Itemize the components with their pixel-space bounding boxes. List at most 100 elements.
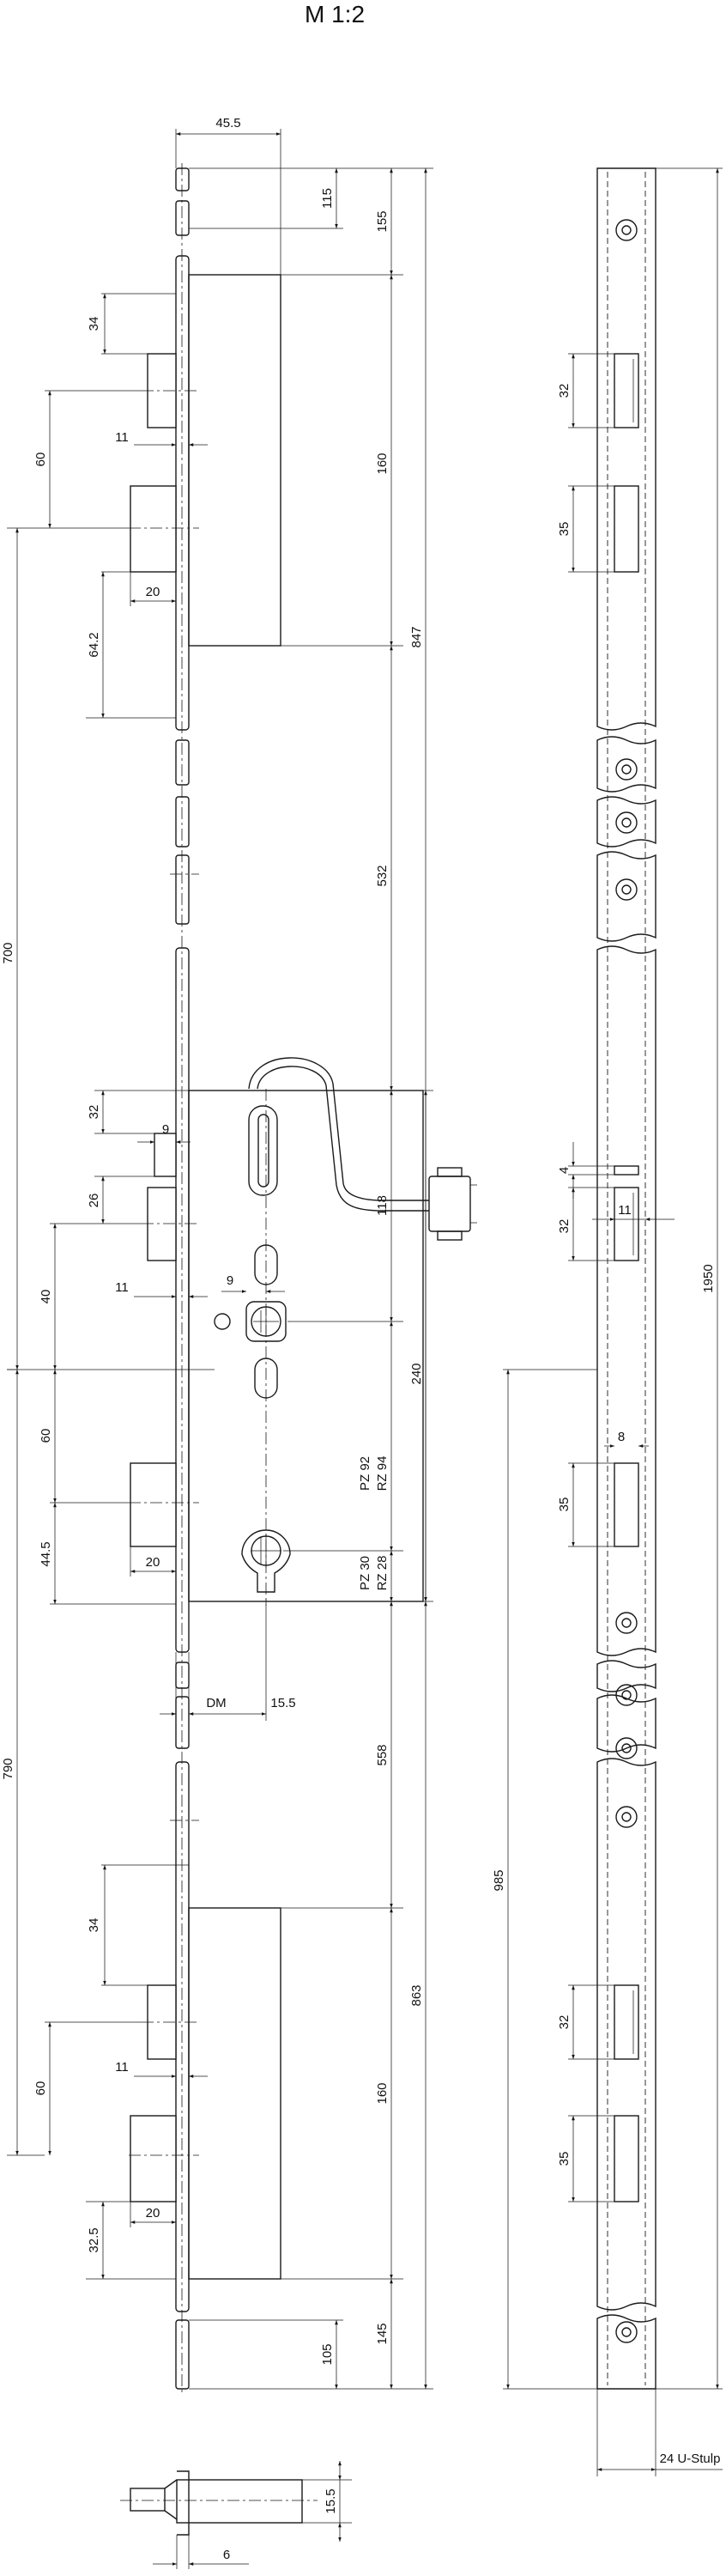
dim-60-upper: 60 <box>33 453 48 467</box>
faceplate-segment <box>175 854 190 925</box>
dim-right-11: 11 <box>618 1203 632 1218</box>
latch-bolt <box>130 485 177 573</box>
opening <box>614 1187 639 1261</box>
dim-34-lower: 34 <box>87 1918 101 1933</box>
cylinder-profile <box>241 1529 291 1593</box>
screw-hole <box>615 1737 638 1759</box>
strip-segment-7 <box>596 1694 656 1753</box>
dim-9-top: 9 <box>162 1122 169 1137</box>
main-lock-case <box>188 1090 424 1602</box>
scale-title: M 1:2 <box>305 1 365 27</box>
pin-hole <box>214 1313 231 1330</box>
dim-160-upper: 160 <box>375 453 390 474</box>
strip-segment-2 <box>596 736 656 793</box>
dim-right-35-top: 35 <box>557 522 572 537</box>
upper-slot <box>248 1105 278 1196</box>
label-pz30: PZ 30 <box>358 1556 372 1590</box>
screw-hole <box>615 2321 638 2343</box>
opening <box>614 485 639 573</box>
dim-1950: 1950 <box>701 1264 716 1292</box>
dim-right-8: 8 <box>618 1430 625 1444</box>
dim-118: 118 <box>375 1195 390 1216</box>
screw-hole <box>615 1612 638 1634</box>
label-rz94: RZ 94 <box>375 1456 390 1492</box>
dim-700: 700 <box>1 942 15 963</box>
dim-9-main: 9 <box>227 1273 233 1288</box>
dim-60-lower: 60 <box>33 2081 48 2096</box>
dim-right-35-lower: 35 <box>557 2152 572 2166</box>
dim-532: 532 <box>375 865 390 886</box>
dim-160-lower: 160 <box>375 2082 390 2104</box>
faceplate-segment <box>175 2319 190 2390</box>
dim-34-upper: 34 <box>87 317 101 331</box>
strip-segment-1 <box>596 167 656 731</box>
faceplate-middle <box>175 947 190 1653</box>
dim-right-32-top: 32 <box>557 384 572 398</box>
section-detail: 15.5 6 <box>120 2461 352 2569</box>
dim-790: 790 <box>1 1758 15 1779</box>
strip-segment-3 <box>596 796 656 848</box>
screw-hole <box>615 1684 638 1706</box>
dim-15-5: 15.5 <box>270 1696 295 1710</box>
dim-right-35-main: 35 <box>557 1498 572 1512</box>
dim-right-32-lower: 32 <box>557 2015 572 2030</box>
dim-863: 863 <box>409 1984 424 2006</box>
faceplate-segment <box>175 1696 190 1749</box>
faceplate-segment <box>175 200 190 236</box>
dim-11-upper: 11 <box>115 430 129 445</box>
label-rz28: RZ 28 <box>375 1556 390 1591</box>
screw-hole <box>615 1806 638 1828</box>
strip-segment-4 <box>596 851 656 942</box>
dim-right-32-main: 32 <box>557 1219 572 1234</box>
dim-558: 558 <box>375 1744 390 1765</box>
dim-847: 847 <box>409 626 424 647</box>
screw-hole <box>615 811 638 834</box>
front-view <box>596 167 656 2390</box>
dim-115: 115 <box>320 188 335 209</box>
latch-main <box>130 1462 177 1547</box>
dim-20-lower: 20 <box>146 2206 160 2221</box>
dim-15-5-detail: 15.5 <box>324 2488 338 2513</box>
opening <box>614 1165 639 1176</box>
label-pz92: PZ 92 <box>358 1456 372 1491</box>
dim-105: 105 <box>320 2343 335 2365</box>
faceplate-segment <box>175 1662 190 1689</box>
dim-6: 6 <box>223 2548 230 2562</box>
dim-20-upper: 20 <box>146 585 160 599</box>
opening <box>614 1984 639 2060</box>
faceplate-segment <box>175 796 190 848</box>
dim-145: 145 <box>375 2323 390 2344</box>
deadbolt-top <box>154 1133 177 1177</box>
faceplate-upper <box>175 255 190 731</box>
dim-32-main: 32 <box>87 1105 101 1120</box>
opening <box>614 1462 639 1547</box>
cable <box>248 1057 429 1201</box>
faceplate-segment <box>175 739 190 786</box>
label-u-stulp: 24 U-Stulp <box>660 2451 721 2466</box>
front-view-dimensions: 32 35 4 11 32 8 35 98 <box>492 167 723 2476</box>
strip-segment-5 <box>596 945 656 1656</box>
opening <box>614 2115 639 2202</box>
dim-985: 985 <box>492 1869 506 1891</box>
strip-segment-9 <box>596 2314 656 2390</box>
dim-45-5: 45.5 <box>215 116 240 131</box>
dim-64-2: 64.2 <box>87 632 101 657</box>
cable-connector <box>428 1176 471 1232</box>
dim-240: 240 <box>409 1363 424 1384</box>
screw-hole <box>615 878 638 901</box>
dim-32-5: 32.5 <box>87 2227 101 2252</box>
faceplate-lower <box>175 1761 190 2312</box>
screw-hole <box>615 219 638 241</box>
dim-60-main: 60 <box>39 1429 53 1443</box>
dim-20-main: 20 <box>146 1555 160 1570</box>
dim-155: 155 <box>375 210 390 232</box>
hook-bolt-main <box>147 1187 177 1261</box>
dim-40: 40 <box>39 1290 53 1304</box>
side-view-dimensions: 45.5 115 155 160 847 532 34 60 11 <box>1 116 433 2390</box>
dim-44-5: 44.5 <box>39 1541 53 1566</box>
opening <box>614 353 639 428</box>
side-view <box>129 163 477 2396</box>
strip-segment-6 <box>596 1660 656 1692</box>
faceplate-segment <box>175 167 190 191</box>
